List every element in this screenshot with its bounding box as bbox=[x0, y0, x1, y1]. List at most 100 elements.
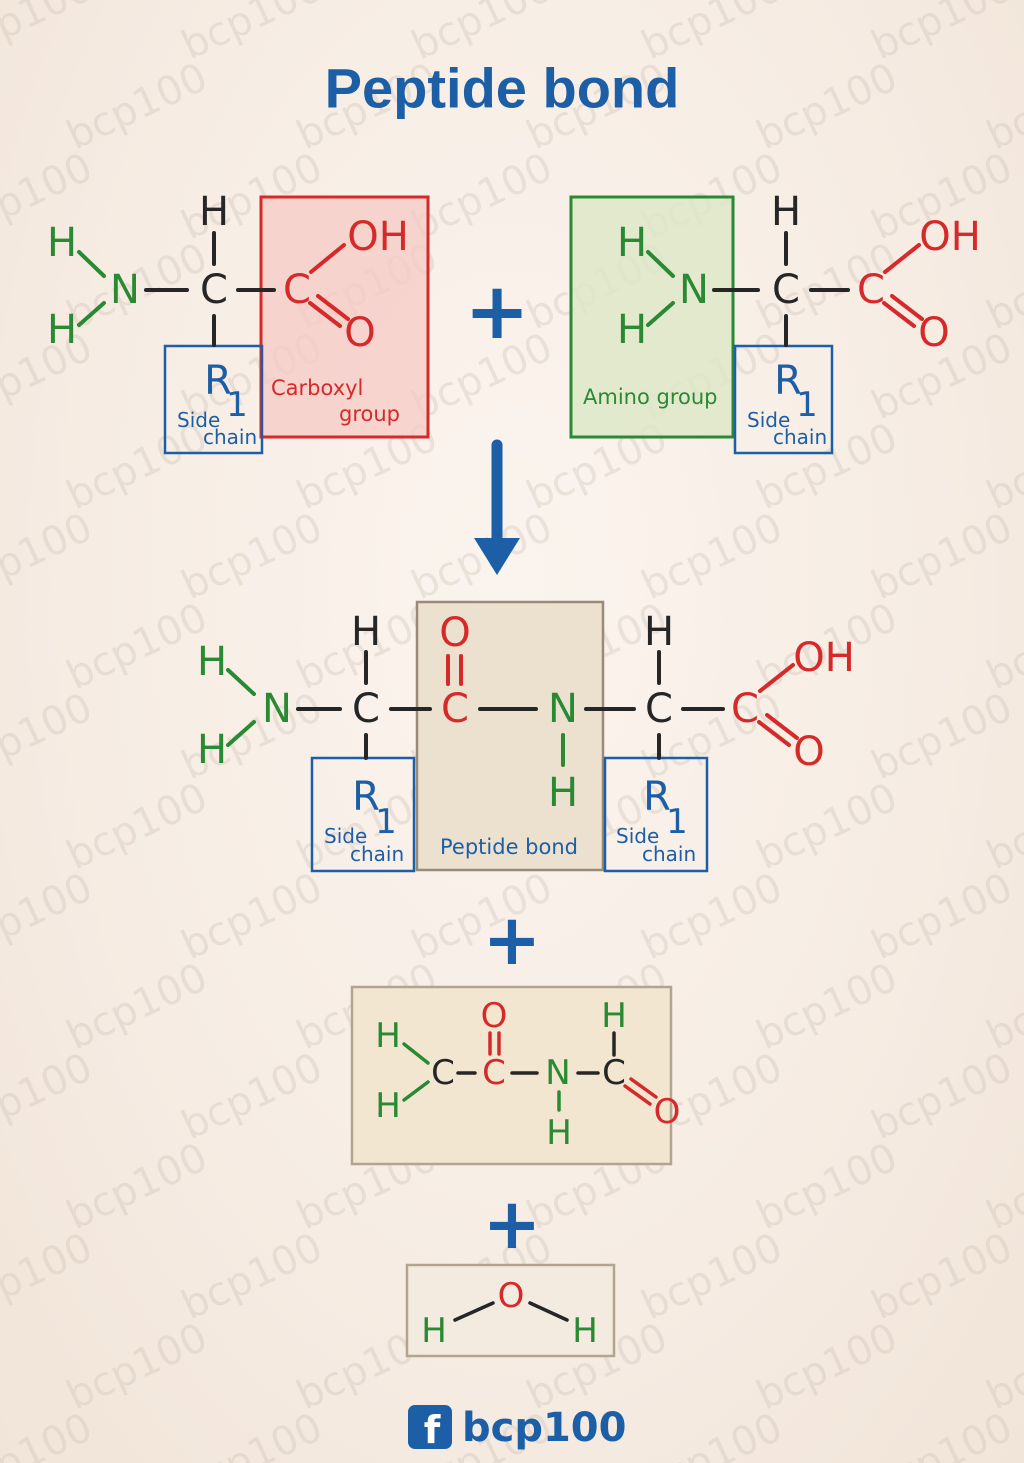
atom-h: H bbox=[617, 220, 647, 266]
bonds bbox=[77, 231, 350, 347]
side-chain-r: R bbox=[352, 774, 380, 820]
watermark-text: bcp100 bbox=[175, 504, 330, 609]
watermark-text: bcp100 bbox=[980, 1134, 1024, 1239]
atom-n: N bbox=[110, 267, 140, 313]
reaction-arrow bbox=[474, 439, 520, 575]
atom-h: H bbox=[197, 639, 227, 685]
atom-h: H bbox=[351, 609, 381, 655]
side-chain-box bbox=[733, 344, 834, 455]
atom-n: N bbox=[262, 686, 292, 732]
atom-o: O bbox=[439, 610, 470, 656]
peptide-bond-label: Peptide bond bbox=[440, 835, 578, 859]
fragment-box bbox=[350, 985, 673, 1166]
watermark-text: bcp100 bbox=[980, 54, 1024, 159]
side-chain-r: R bbox=[774, 358, 802, 404]
watermark-text: bcp100 bbox=[60, 594, 215, 699]
watermark-text: bcp100 bbox=[60, 774, 215, 879]
side-chain-r: R bbox=[204, 358, 232, 404]
watermark-text: bcp100 bbox=[405, 504, 560, 609]
side-chain-label: chain bbox=[642, 842, 696, 866]
amino-acid-2: H H N C H C OH O R 1 Side chain Amino gr… bbox=[569, 189, 981, 455]
facebook-icon[interactable] bbox=[408, 1405, 452, 1449]
peptide-bond-box bbox=[415, 600, 605, 872]
atom-oh: OH bbox=[919, 214, 981, 260]
watermark-text: bcp100 bbox=[980, 414, 1024, 519]
plus-operator: + bbox=[464, 267, 529, 357]
watermark-text: bcp100 bbox=[175, 1224, 330, 1329]
page-title: Peptide bond bbox=[325, 57, 680, 120]
watermark-text: bcp100 bbox=[60, 1314, 215, 1419]
amino-group-label: Amino group bbox=[583, 385, 717, 409]
atom-c: C bbox=[200, 267, 228, 313]
carboxyl-group-label: Carboxyl bbox=[271, 376, 363, 400]
atom-o: O bbox=[498, 1276, 525, 1316]
watermark-text: bcp100 bbox=[60, 954, 215, 1059]
atom-o: O bbox=[918, 310, 949, 356]
watermark-text: bcp100 bbox=[980, 234, 1024, 339]
side-chain-box bbox=[603, 756, 709, 873]
watermark-text: bcp100 bbox=[980, 1314, 1024, 1419]
atom-h: H bbox=[771, 189, 801, 235]
atom-h: H bbox=[375, 1086, 401, 1126]
peptide-fragment: H H C C O N H C H O bbox=[350, 985, 680, 1166]
watermark-text: bcp100 bbox=[750, 1134, 905, 1239]
side-chain-label: chain bbox=[350, 842, 404, 866]
watermark-text: bcp100 bbox=[60, 54, 215, 159]
watermark-text: bcp100 bbox=[865, 864, 1020, 969]
atom-n: N bbox=[545, 1053, 570, 1093]
bonds bbox=[402, 1031, 658, 1112]
atom-o: O bbox=[793, 729, 824, 775]
bonds bbox=[226, 650, 799, 767]
dipeptide: H H N C H C O N H C H C OH O R 1 Side ch… bbox=[197, 600, 855, 873]
water-box bbox=[405, 1263, 616, 1358]
watermark-text: bcp100 bbox=[635, 864, 790, 969]
atom-h: H bbox=[47, 307, 77, 353]
watermark-text: bcp100 bbox=[0, 504, 99, 609]
atom-c: C bbox=[645, 686, 673, 732]
side-chain-label: chain bbox=[773, 425, 827, 449]
atom-c: C bbox=[731, 686, 759, 732]
watermark-text: bcp100 bbox=[980, 594, 1024, 699]
atom-h: H bbox=[421, 1311, 447, 1351]
watermark-text: bcp100 bbox=[635, 1224, 790, 1329]
atom-h: H bbox=[199, 189, 229, 235]
atom-h: H bbox=[644, 609, 674, 655]
watermark-text: bcp100 bbox=[750, 1314, 905, 1419]
watermark-text: bcp100 bbox=[0, 1044, 99, 1149]
side-chain-label: Side bbox=[616, 824, 659, 848]
side-chain-r: R bbox=[643, 774, 671, 820]
watermark-text: bcp100 bbox=[175, 1404, 330, 1463]
watermark-text: bcp100 bbox=[175, 0, 330, 69]
bonds bbox=[453, 1301, 569, 1322]
amino-acid-1: H H N C H C OH O R 1 Side chain Carboxyl… bbox=[47, 189, 430, 455]
watermark-text: bcp100 bbox=[750, 54, 905, 159]
watermark-text: bcp100 bbox=[60, 1134, 215, 1239]
atom-oh: OH bbox=[347, 214, 409, 260]
side-chain-subscript: 1 bbox=[375, 802, 397, 842]
watermark-text: bcp100 bbox=[750, 954, 905, 1059]
atom-n: N bbox=[679, 267, 709, 313]
side-chain-subscript: 1 bbox=[226, 385, 248, 425]
side-chain-label: Side bbox=[177, 408, 220, 432]
atom-c: C bbox=[352, 686, 380, 732]
watermark-text: bcp100 bbox=[865, 1044, 1020, 1149]
watermark-text: bcp100 bbox=[865, 0, 1020, 69]
watermark-text: bcp100 bbox=[175, 864, 330, 969]
side-chain-box bbox=[310, 756, 416, 873]
watermark-text: bcp100 bbox=[865, 504, 1020, 609]
watermark-text: bcp100 bbox=[0, 864, 99, 969]
watermark-text: bcp100 bbox=[865, 1404, 1020, 1463]
watermark-text: bcp100 bbox=[0, 0, 99, 69]
side-chain-label: chain bbox=[203, 425, 257, 449]
brand-name[interactable]: bcp100 bbox=[462, 1405, 626, 1451]
atom-h: H bbox=[375, 1016, 401, 1056]
atom-c: C bbox=[772, 267, 800, 313]
atom-h: H bbox=[572, 1311, 598, 1351]
side-chain-label: Side bbox=[747, 408, 790, 432]
side-chain-subscript: 1 bbox=[666, 802, 688, 842]
atom-c: C bbox=[441, 686, 469, 732]
atom-c: C bbox=[482, 1053, 506, 1093]
atom-h: H bbox=[197, 727, 227, 773]
